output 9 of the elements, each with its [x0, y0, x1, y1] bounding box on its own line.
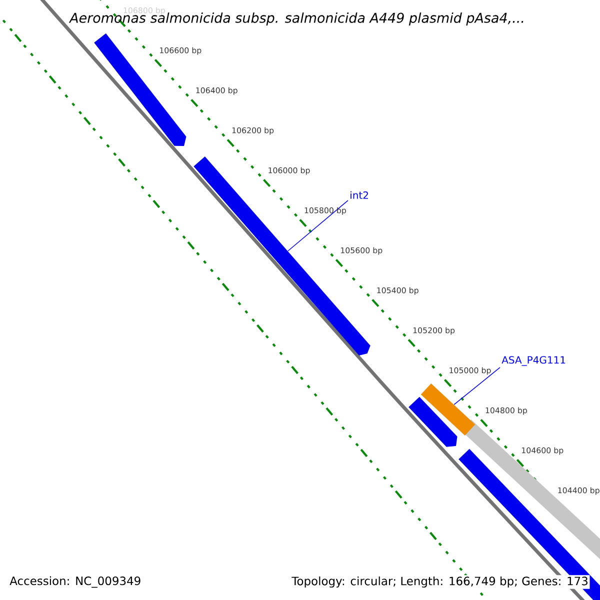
gene-label: int2 [350, 191, 368, 199]
leader-line [288, 200, 348, 252]
leader-line [454, 367, 500, 405]
gene-arrow [194, 156, 370, 356]
accession-text: Accession: NC_009349 [10, 576, 140, 588]
title: Aeromonas salmonicida subsp. salmonicida A449 plasmid pAsa4,... [68, 12, 524, 26]
gene-arrow [420, 384, 476, 436]
summary-text: Topology: circular; Length: 166,749 bp; Genes: 173 [290, 575, 590, 589]
gene-label: ASA_P4G111 [502, 356, 566, 366]
